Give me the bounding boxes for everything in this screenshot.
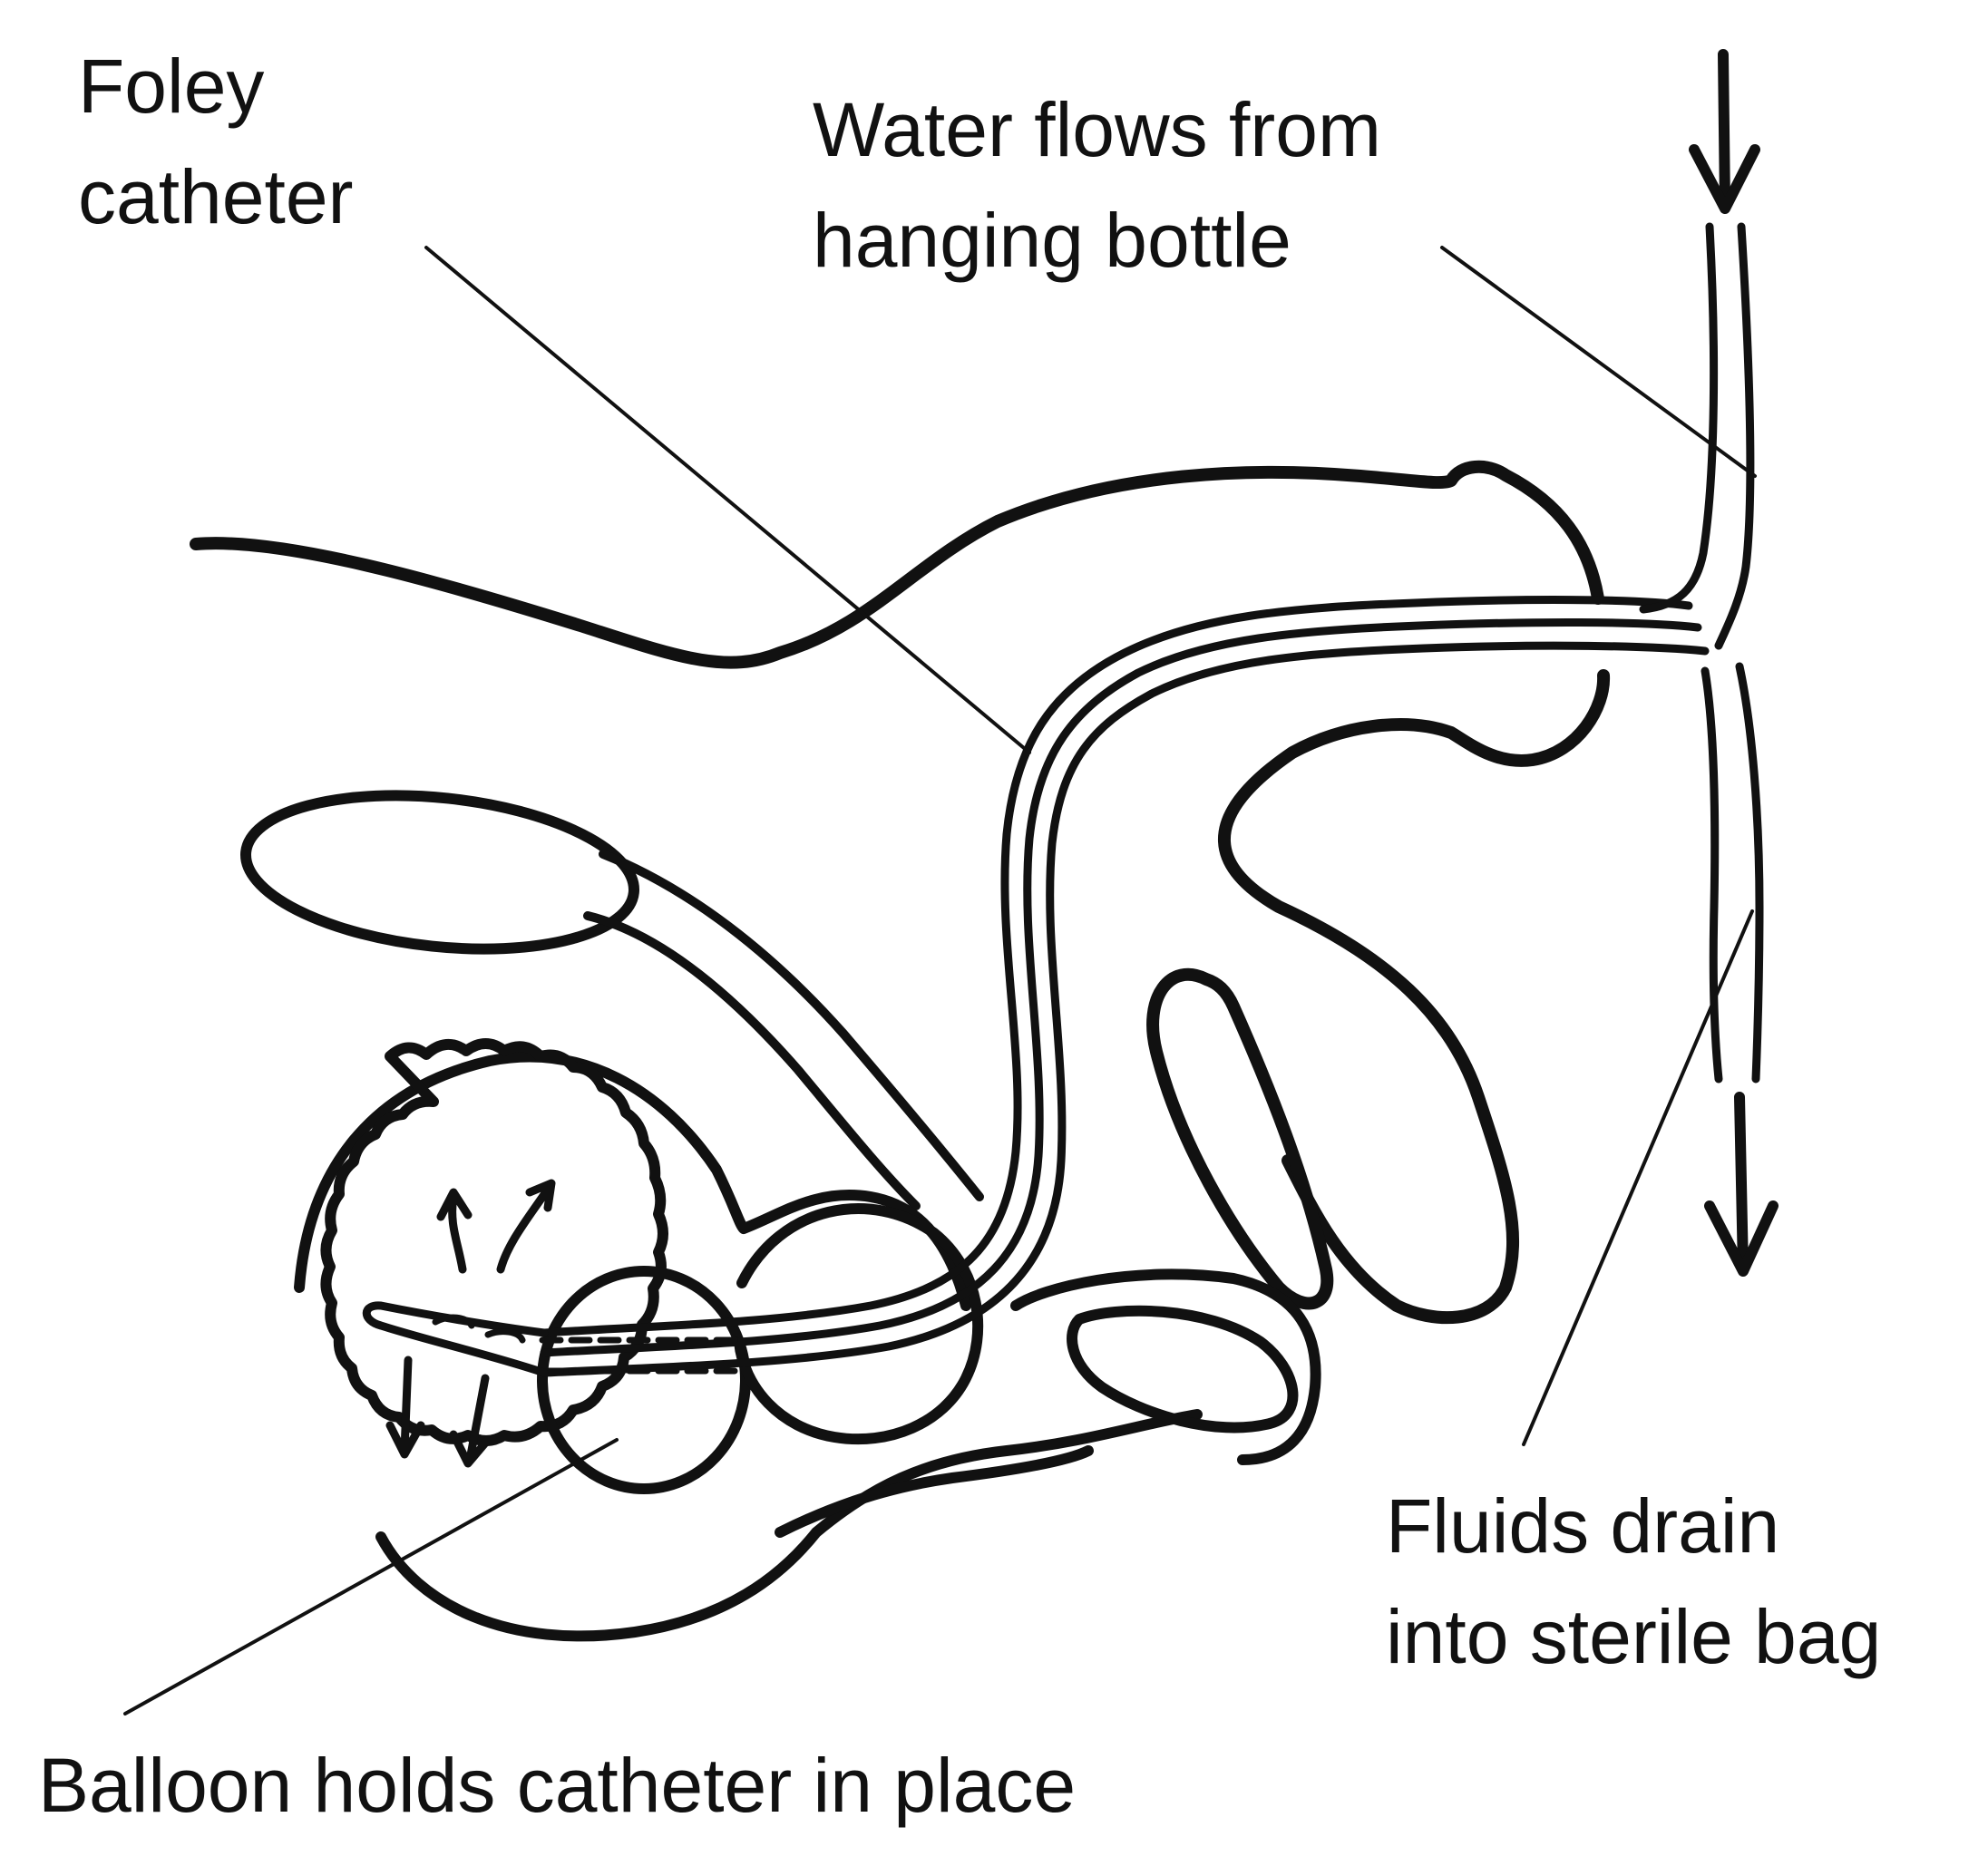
bulb-outer bbox=[1010, 1268, 1321, 1465]
inflow-tube-right bbox=[1714, 222, 1755, 650]
catheter-tube-middle bbox=[540, 617, 1702, 1357]
bladder-arrow-up-right-icon bbox=[496, 1179, 556, 1274]
catheter-tip-eyelet bbox=[432, 1314, 526, 1344]
balloon-label: Balloon holds catheter in place bbox=[38, 1730, 1076, 1841]
fluids-drain-label: Fluids drain into sterile bag bbox=[1386, 1471, 1881, 1692]
pelvic-lower-contour bbox=[375, 1409, 1203, 1642]
urethral-bulb bbox=[1067, 1305, 1299, 1434]
bladder bbox=[320, 1038, 668, 1446]
arrow-down-bottom-icon bbox=[1734, 1092, 1749, 1275]
fluids-drain-label-line1: Fluids drain bbox=[1386, 1483, 1780, 1569]
skin-contour bbox=[190, 460, 1604, 669]
fluids-drain-label-line2: into sterile bag bbox=[1386, 1594, 1882, 1679]
inner-loop bbox=[1146, 967, 1334, 1310]
leader-fluids bbox=[1522, 909, 1754, 1446]
foley-catheter-label: Foley catheter bbox=[78, 31, 354, 252]
balloon-label-line1: Balloon holds catheter in place bbox=[38, 1743, 1077, 1828]
drain-tube-right bbox=[1735, 662, 1764, 1084]
pubic-bone bbox=[240, 790, 639, 955]
arrow-down-top-head-icon bbox=[1689, 144, 1760, 214]
foley-catheter-label-line2: catheter bbox=[78, 154, 354, 239]
inflow-tube-left bbox=[1639, 222, 1719, 614]
bladder-arrow-down-left-icon bbox=[385, 1356, 425, 1459]
leader-water bbox=[1440, 246, 1757, 478]
ligament-lower bbox=[583, 911, 921, 1210]
balloon bbox=[537, 1266, 751, 1494]
foley-catheter-label-line1: Foley bbox=[78, 44, 265, 129]
water-flows-label-line1: Water flows from bbox=[813, 87, 1381, 172]
catheter-tube-outer bbox=[540, 596, 1693, 1337]
glans-fold bbox=[1218, 669, 1611, 1325]
bladder-arrow-up-left-icon bbox=[436, 1188, 473, 1274]
prostate-ring bbox=[734, 1203, 984, 1445]
leader-foley bbox=[424, 246, 1031, 754]
water-flows-label: Water flows from hanging bottle bbox=[813, 74, 1381, 296]
bladder-arrow-down-right-icon bbox=[449, 1374, 492, 1468]
arrow-down-bottom-head-icon bbox=[1704, 1200, 1778, 1277]
pelvic-wall bbox=[294, 1051, 971, 1311]
leader-balloon bbox=[123, 1438, 619, 1715]
water-flows-label-line2: hanging bottle bbox=[813, 198, 1291, 283]
urethra-floor bbox=[775, 1445, 1094, 1538]
arrow-down-top-icon bbox=[1718, 49, 1730, 209]
drain-tube-left bbox=[1701, 666, 1723, 1084]
ligament-upper bbox=[599, 850, 984, 1201]
catheter-tube-inner bbox=[540, 641, 1710, 1377]
